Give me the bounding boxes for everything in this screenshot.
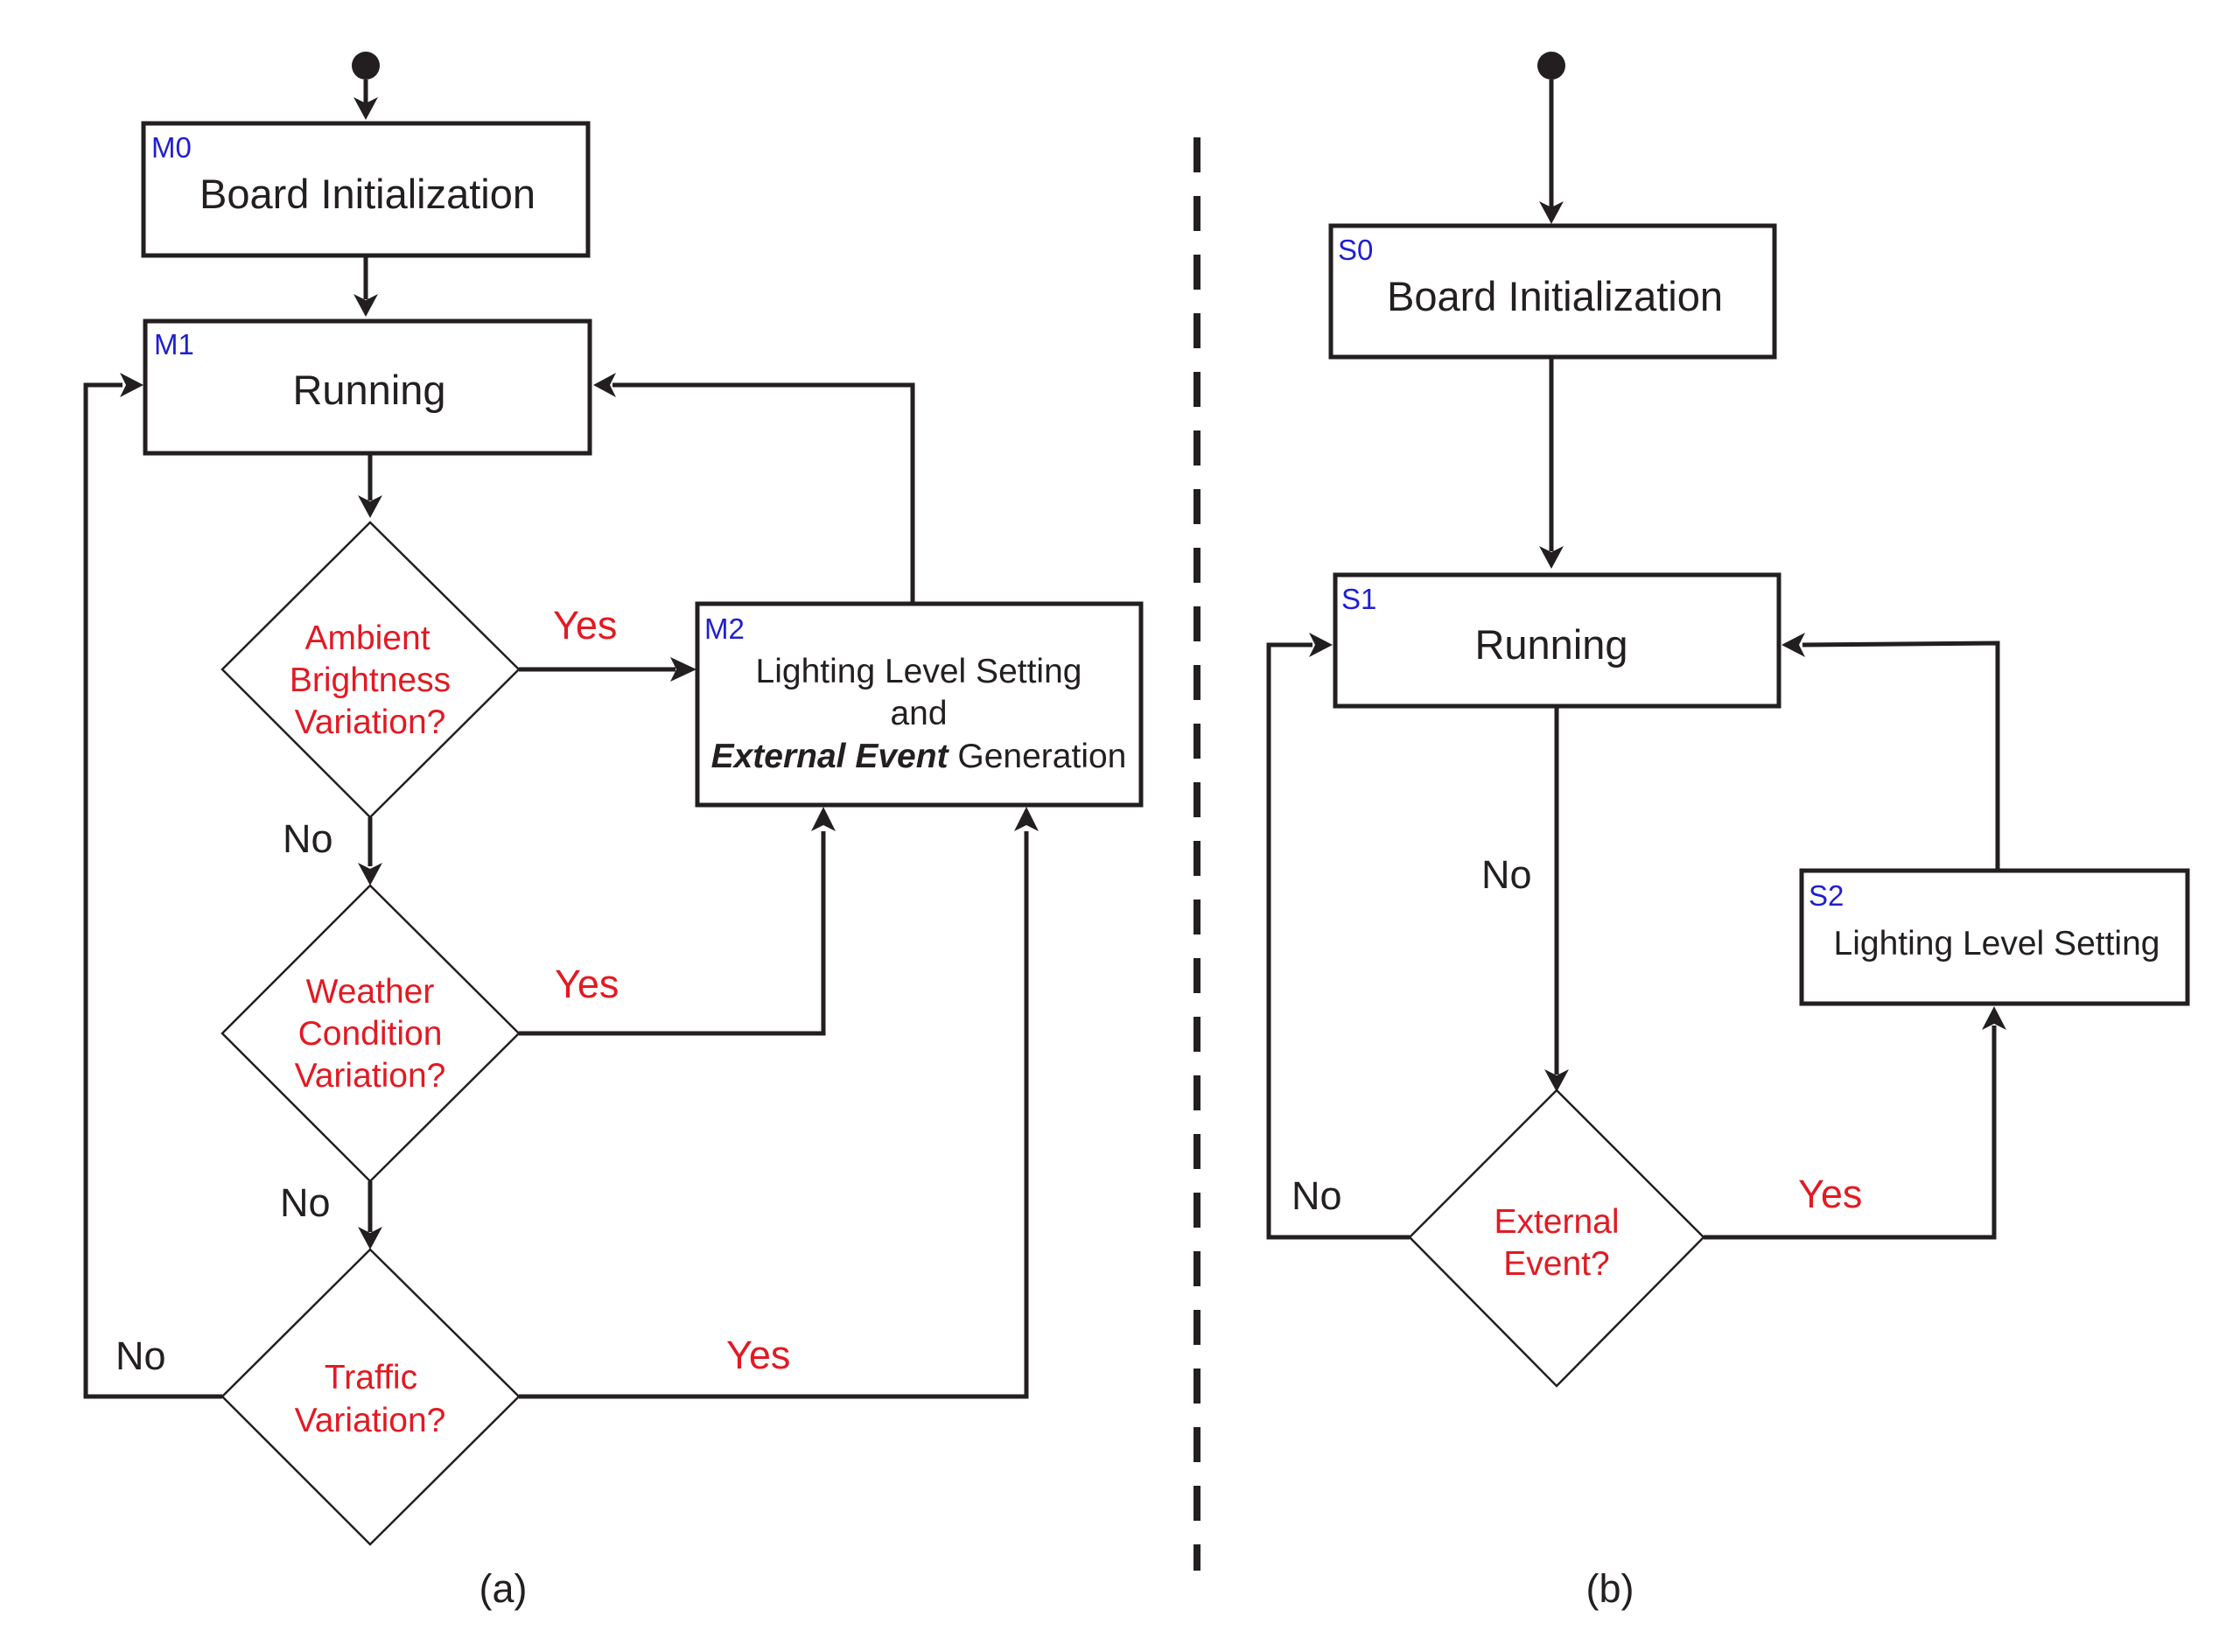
generation-text: Generation — [948, 738, 1127, 775]
state-m1: M1 Running — [143, 318, 592, 456]
state-tag-m2: M2 — [704, 612, 745, 645]
no-label: No — [116, 1334, 166, 1378]
state-label-m2-line1: Lighting Level Setting — [756, 653, 1082, 690]
decision-text: Variation? — [295, 1402, 446, 1439]
state-label-m2-line3: External Event Generation — [711, 738, 1127, 775]
decision-text: Event? — [1503, 1245, 1609, 1283]
state-tag-s0: S0 — [1338, 234, 1373, 266]
panel-b: S0 Board Initialization S1 Running No Ex… — [1266, 52, 2190, 1611]
state-tag-m1: M1 — [154, 328, 194, 360]
decision-text: Variation? — [295, 1057, 446, 1095]
decision-weather-condition: Weather Condition Variation? — [220, 884, 521, 1183]
state-m0: M0 Board Initialization — [141, 121, 591, 258]
state-tag-s1: S1 — [1341, 583, 1376, 615]
no-label: No — [280, 1180, 331, 1225]
decision-text: Ambient — [304, 620, 430, 657]
decision-ambient-brightness: Ambient Brightness Variation? — [220, 521, 521, 819]
state-label-m2-line2: and — [890, 695, 947, 732]
state-label-s2: Lighting Level Setting — [1834, 925, 2160, 962]
decision-traffic: Traffic Variation? — [220, 1248, 521, 1546]
yes-label: Yes — [726, 1333, 790, 1377]
caption-a: (a) — [480, 1566, 528, 1611]
yes-label: Yes — [553, 603, 617, 648]
state-s2: S2 Lighting Level Setting — [1799, 868, 2190, 1006]
state-s1: S1 Running — [1333, 572, 1782, 709]
decision-text: Weather — [306, 973, 435, 1011]
decision-text: Condition — [298, 1015, 443, 1053]
decision-text: Traffic — [325, 1359, 417, 1396]
decision-text: External — [1494, 1203, 1619, 1241]
external-event-emphasis: External Event — [711, 738, 950, 775]
state-label-s1: Running — [1474, 621, 1628, 668]
state-label-s0: Board Initialization — [1387, 273, 1723, 319]
start-node-b — [1537, 52, 1565, 80]
no-label: No — [1292, 1173, 1342, 1218]
no-label: No — [283, 816, 333, 861]
state-s0: S0 Board Initialization — [1328, 223, 1777, 360]
yes-label: Yes — [555, 962, 619, 1006]
state-label-m0: Board Initialization — [200, 171, 536, 217]
yes-label: Yes — [1798, 1172, 1862, 1216]
panel-a: M0 Board Initialization M1 Running Ambie… — [83, 52, 1144, 1611]
caption-b: (b) — [1586, 1566, 1634, 1611]
decision-external-event: External Event? — [1408, 1088, 1705, 1388]
state-label-m1: Running — [292, 367, 445, 413]
state-m2: M2 Lighting Level Setting and External E… — [695, 601, 1144, 808]
decision-text: Brightness — [290, 662, 451, 699]
no-label: No — [1481, 852, 1532, 897]
state-tag-m0: M0 — [151, 131, 192, 164]
decision-text: Variation? — [295, 704, 446, 741]
start-node-a — [352, 52, 380, 80]
state-tag-s2: S2 — [1809, 879, 1844, 912]
